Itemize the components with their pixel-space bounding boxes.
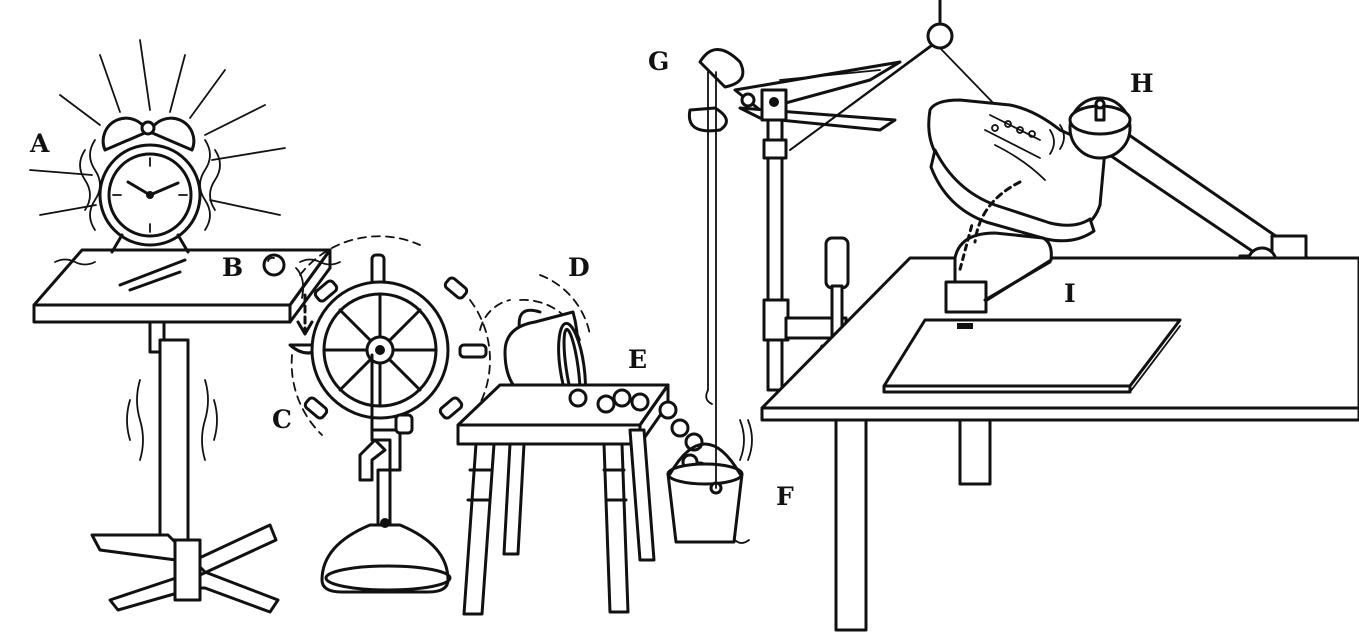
label-a: A — [29, 129, 50, 158]
pulley-hook — [789, 0, 1001, 151]
ship-wheel — [288, 235, 491, 594]
label-b: B — [222, 253, 243, 282]
clamp-stand — [760, 39, 941, 392]
work-table — [760, 256, 1359, 632]
rope — [705, 71, 717, 489]
label-c: C — [272, 405, 292, 434]
label-g: G — [648, 47, 669, 76]
stapler — [944, 180, 1053, 314]
stool — [456, 383, 670, 616]
alarm-clock — [29, 39, 341, 266]
label-d: D — [568, 253, 590, 282]
scissors — [687, 48, 902, 133]
boot — [927, 98, 1107, 243]
bucket — [666, 419, 753, 544]
label-e: E — [628, 345, 647, 374]
side-table — [32, 248, 332, 614]
label-i: I — [1064, 279, 1076, 308]
label-h: H — [1130, 69, 1154, 98]
marble-b — [262, 253, 314, 336]
label-f: F — [776, 482, 794, 511]
paper-stack — [882, 318, 1182, 394]
